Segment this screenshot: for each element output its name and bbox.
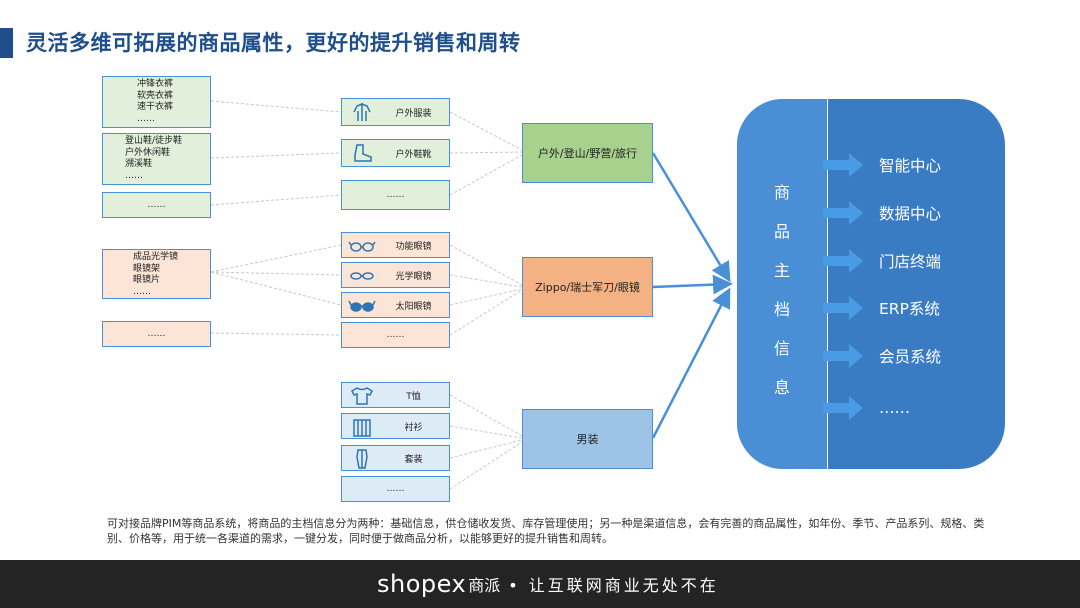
list-item: …… [137,113,155,124]
attr-suit: 套装 [341,445,450,471]
list-glasses-more: …… [102,321,211,347]
brand-logo: shopex 商派 • 让互联网商业无处不在 [377,566,719,602]
system-item-more: …… [823,394,910,422]
list-item: 软壳衣裤 [137,90,174,101]
list-outdoor-clothing: 冲锋衣裤 软壳衣裤 速干衣裤 …… [102,76,211,128]
sunglasses-icon [348,300,376,312]
product-master-panel: 商 品 主 档 信 息 智能中心 数据中心 门店终端 ERP系统 会员系统 …… [737,99,1005,469]
description-text: 可对接品牌PIM等商品系统，将商品的主档信息分为两种：基础信息，供仓储收发货、库… [107,517,985,545]
right-arrow-icon [823,249,863,273]
list-outdoor-shoes: 登山鞋/徒步鞋 户外休闲鞋 溯溪鞋 …… [102,133,211,185]
system-item-member: 会员系统 [823,342,941,370]
goggles-icon [348,241,376,252]
vertical-char: 商 [773,183,790,202]
list-item: 成品光学镜 [133,252,179,262]
list-item: 眼镜片 [133,275,161,285]
vertical-char: 品 [773,222,790,241]
list-item: 户外休闲鞋 [125,147,171,158]
vertical-char: 主 [773,261,790,280]
right-arrow-icon [823,396,863,420]
vertical-char: 息 [773,378,790,397]
brand-name: shopex [377,570,467,598]
list-outdoor-more: …… [102,192,211,218]
list-item: 冲锋衣裤 [137,79,174,89]
list-glasses: 成品光学镜 眼镜架 眼镜片 …… [102,249,211,299]
right-arrow-icon [823,296,863,320]
attr-outdoor-shoes: 户外鞋靴 [341,139,450,167]
brand-name-cn: 商派 [468,576,501,595]
product-master-label-column: 商 品 主 档 信 息 [737,99,828,469]
system-item-store: 门店终端 [823,247,941,275]
page-title: 灵活多维可拓展的商品属性，更好的提升销售和周转 [26,31,521,55]
attr-glasses-more: …… [341,322,450,348]
title-accent-bar [0,28,13,58]
list-item: …… [133,286,151,297]
attr-optical-glasses: 光学眼镜 [341,262,450,288]
right-arrow-icon [823,153,863,177]
eyeglasses-icon [350,272,374,280]
attr-tshirt: T恤 [341,382,450,408]
vertical-char: 信 [773,339,790,358]
brand-slogan: • 让互联网商业无处不在 [508,576,719,595]
system-item-intelligence: 智能中心 [823,151,941,179]
category-zippo: Zippo/瑞士军刀/眼镜 [522,257,653,317]
attr-outdoor-more: …… [341,180,450,210]
list-item: 登山鞋/徒步鞋 [125,136,183,146]
right-arrow-icon [823,201,863,225]
attr-sun-glasses: 太阳眼镜 [341,292,450,318]
suit-icon [356,449,368,469]
system-item-data: 数据中心 [823,199,941,227]
attr-mens-more: …… [341,476,450,502]
attr-outdoor-clothing: 户外服装 [341,98,450,126]
list-item: 眼镜架 [133,263,161,274]
category-menswear: 男装 [522,409,653,469]
attr-functional-glasses: 功能眼镜 [341,232,450,258]
tshirt-icon [351,387,373,405]
right-arrow-icon [823,344,863,368]
boot-icon [354,144,372,162]
attr-shirt: 衬衫 [341,413,450,439]
shirt-icon [353,419,371,437]
category-outdoor: 户外/登山/野营/旅行 [522,123,653,183]
vertical-char: 档 [773,300,790,319]
footer-bar [0,560,1080,608]
list-item: 速干衣裤 [137,102,174,112]
list-item: …… [125,170,143,181]
system-item-erp: ERP系统 [823,294,940,322]
jacket-icon [353,103,371,121]
list-item: 溯溪鞋 [125,159,153,169]
